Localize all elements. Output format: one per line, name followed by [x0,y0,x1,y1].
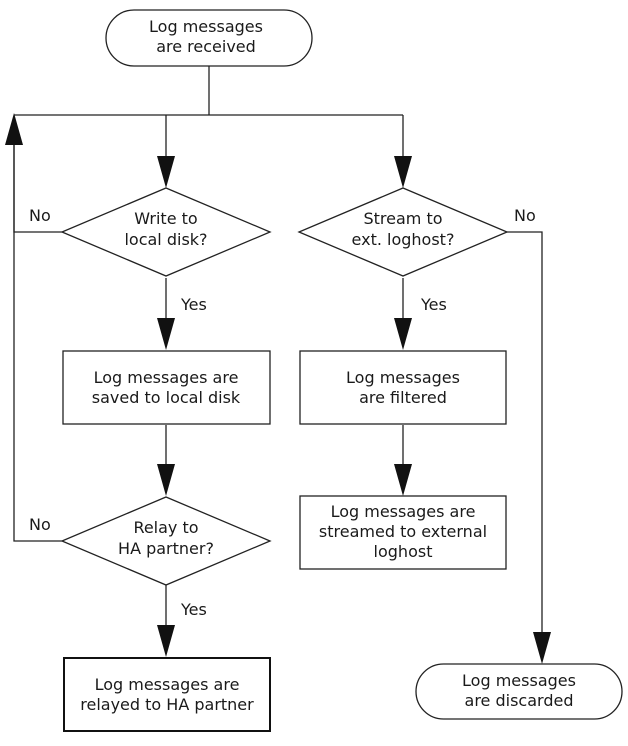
node-relay-decision [60,496,272,586]
node-stream-decision [297,187,509,277]
node-relayed-process [63,657,271,732]
edge-stream-no [507,231,543,634]
arrowhead-streamed [394,464,412,496]
start-label-line-2: are received [156,37,256,56]
relayed-label-line-1: Log messages are [95,675,240,694]
streamed-label-line-2: streamed to external [319,522,487,541]
connectors [13,66,543,634]
stream-yes-label: Yes [420,295,447,314]
discarded-label-line-2: are discarded [465,691,574,710]
disk-yes-label: Yes [180,295,207,314]
discarded-label-line-1: Log messages [462,671,576,690]
node-disk-decision [60,187,272,277]
arrowhead-stream-question [394,156,412,188]
edge-relay-no-loop [13,145,62,542]
arrowhead-disk-question [157,156,175,188]
start-label-line-1: Log messages [149,17,263,36]
arrowhead-relay-question [157,464,175,496]
node-filtered-process [299,350,507,425]
streamed-label-line-1: Log messages are [331,502,476,521]
stream-question-line-1: Stream to [363,209,442,228]
arrowhead-discarded [533,632,551,664]
arrowhead-saved [157,318,175,350]
saved-label-line-1: Log messages are [94,368,239,387]
node-saved-process [62,350,271,425]
arrowheads [5,113,551,664]
relayed-label-line-2: relayed to HA partner [80,695,254,714]
filtered-label-line-2: are filtered [359,388,447,407]
arrowhead-loop-up [5,113,23,145]
relay-question-line-2: HA partner? [118,539,214,558]
shapes [60,9,623,732]
stream-question-line-2: ext. loghost? [352,230,455,249]
disk-question-line-2: local disk? [124,230,207,249]
filtered-label-line-1: Log messages [346,368,460,387]
edge-labels: No Yes No Yes No Yes [29,206,536,619]
relay-yes-label: Yes [180,600,207,619]
streamed-label-line-3: loghost [374,542,433,561]
disk-question-line-1: Write to [134,209,197,228]
arrowhead-filtered [394,318,412,350]
relay-question-line-1: Relay to [133,518,198,537]
node-streamed-process [299,495,507,570]
node-labels: Log messages are received Write to local… [80,17,576,714]
saved-label-line-2: saved to local disk [92,388,241,407]
relay-no-label: No [29,515,51,534]
stream-no-label: No [514,206,536,225]
disk-no-label: No [29,206,51,225]
arrowhead-relayed [157,625,175,657]
node-discarded-terminal [415,663,623,720]
node-start-terminal [105,9,313,67]
